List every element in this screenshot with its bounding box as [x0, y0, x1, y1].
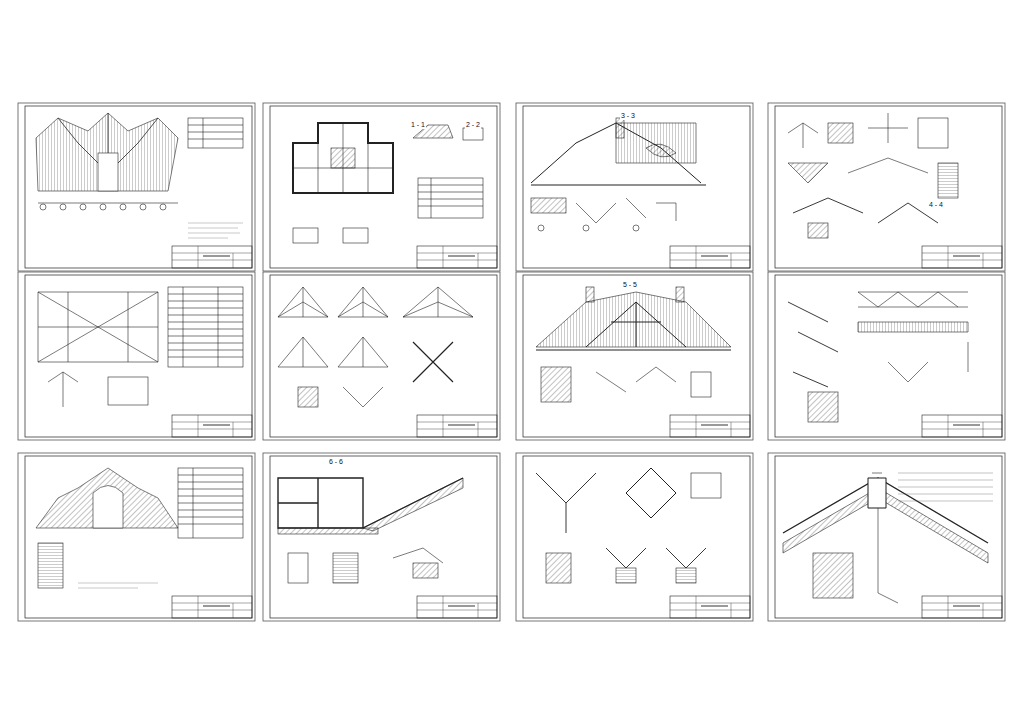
section-mark: 5 - 5 [622, 281, 638, 289]
section-mark: 4 - 4 [928, 201, 944, 209]
section-mark: 1 - 1 [410, 121, 426, 129]
section-mark: 6 - 6 [328, 458, 344, 466]
section-mark: 3 - 3 [620, 112, 636, 120]
section-mark: 2 - 2 [465, 121, 481, 129]
